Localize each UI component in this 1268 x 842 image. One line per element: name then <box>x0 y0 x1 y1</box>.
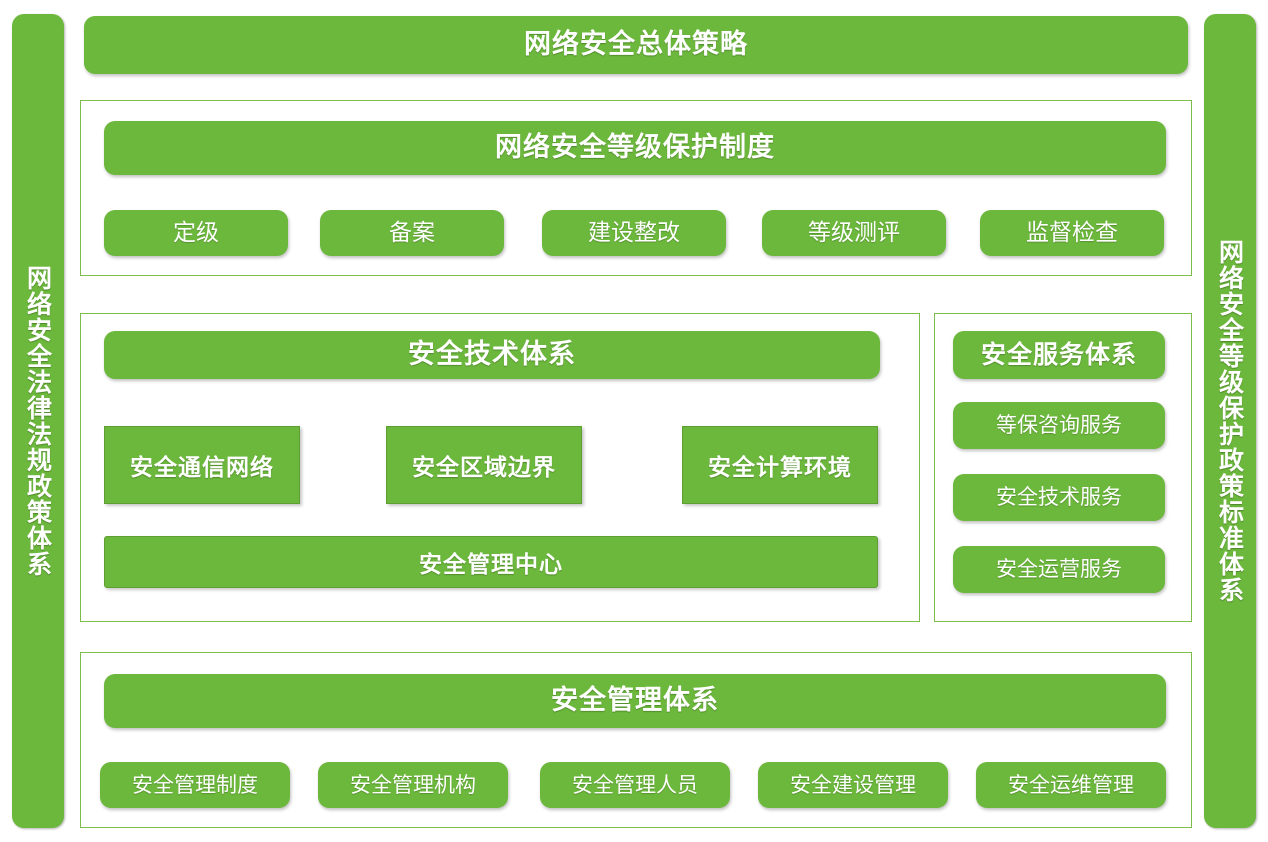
grading-item-3[interactable]: 等级测评 <box>762 210 946 256</box>
grading-item-2[interactable]: 建设整改 <box>542 210 726 256</box>
service-item-0[interactable]: 等保咨询服务 <box>953 402 1165 449</box>
left-pillar-label: 网络安全法律法规政策体系 <box>23 265 53 577</box>
grading-item-4[interactable]: 监督检查 <box>980 210 1164 256</box>
grading-item-0[interactable]: 定级 <box>104 210 288 256</box>
service-item-1[interactable]: 安全技术服务 <box>953 474 1165 521</box>
management-item-4[interactable]: 安全运维管理 <box>976 762 1166 808</box>
right-pillar-policy-standard: 网络安全等级保护政策标准体系 <box>1204 14 1256 828</box>
right-pillar-label: 网络安全等级保护政策标准体系 <box>1215 239 1245 603</box>
grading-item-1[interactable]: 备案 <box>320 210 504 256</box>
management-item-3[interactable]: 安全建设管理 <box>758 762 948 808</box>
management-item-2[interactable]: 安全管理人员 <box>540 762 730 808</box>
technical-block-2[interactable]: 安全计算环境 <box>682 426 878 504</box>
technical-block-0[interactable]: 安全通信网络 <box>104 426 300 504</box>
management-item-1[interactable]: 安全管理机构 <box>318 762 508 808</box>
service-system-title: 安全服务体系 <box>953 331 1165 379</box>
management-system-title: 安全管理体系 <box>104 674 1166 728</box>
left-pillar-legal-framework: 网络安全法律法规政策体系 <box>12 14 64 828</box>
grading-protection-title: 网络安全等级保护制度 <box>104 121 1166 175</box>
service-item-2[interactable]: 安全运营服务 <box>953 546 1165 593</box>
technical-system-title: 安全技术体系 <box>104 331 880 379</box>
management-item-0[interactable]: 安全管理制度 <box>100 762 290 808</box>
technical-block-1[interactable]: 安全区域边界 <box>386 426 582 504</box>
technical-block-management-center[interactable]: 安全管理中心 <box>104 536 878 588</box>
top-banner-overall-strategy: 网络安全总体策略 <box>84 16 1188 74</box>
